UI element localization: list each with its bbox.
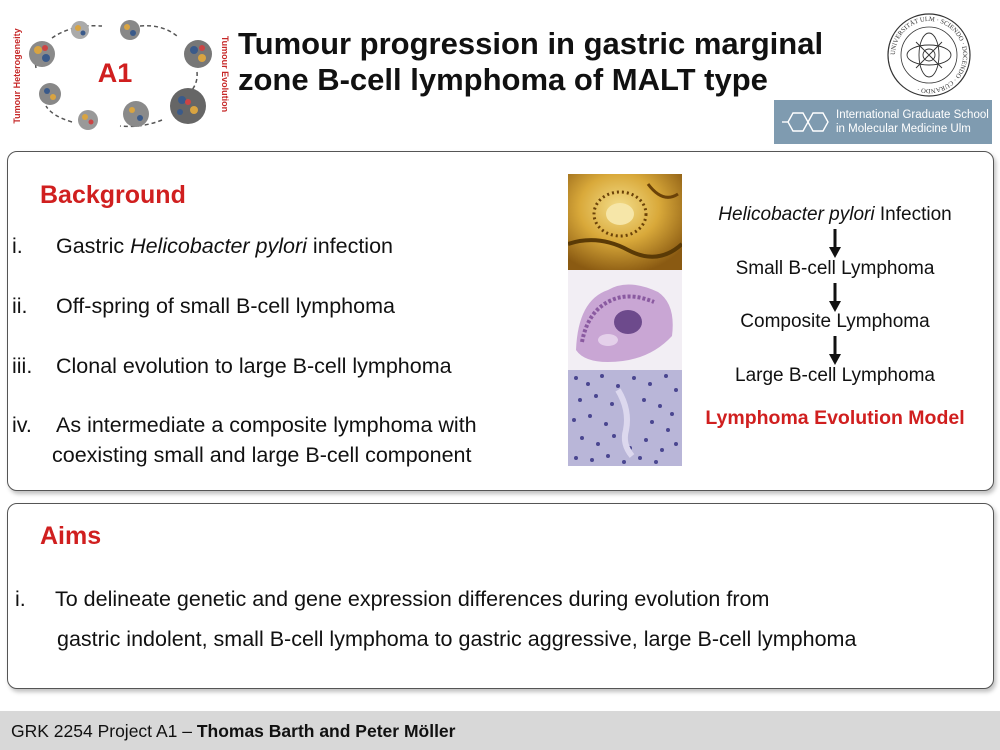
project-badge: A1 — [98, 58, 133, 88]
histology-image-lymphoma — [568, 370, 682, 466]
school-line-2: in Molecular Medicine Ulm — [836, 123, 971, 135]
arrow-down-icon — [829, 283, 841, 312]
model-step-hpylori: Helicobacter pylori Infection — [718, 204, 952, 225]
molecule-icon — [782, 112, 829, 132]
footer-authors: Thomas Barth and Peter Möller — [196, 721, 456, 741]
arrow-down-icon — [829, 336, 841, 365]
footer-text: GRK 2254 Project A1 – Thomas Barth and P… — [11, 721, 456, 741]
histology-image-stomach — [568, 270, 682, 370]
page-title: Tumour progression in gastric marginal z… — [238, 26, 878, 98]
title-line-2: zone B-cell lymphoma of MALT type — [238, 62, 768, 97]
school-line-1: International Graduate School — [836, 109, 989, 121]
background-panel — [7, 151, 994, 491]
footer-bar: GRK 2254 Project A1 – Thomas Barth and P… — [0, 711, 1000, 750]
background-heading: Background — [40, 181, 186, 209]
cell-cluster-icon — [29, 20, 212, 130]
title-line-1: Tumour progression in gastric marginal — [238, 26, 824, 61]
histology-image-hpylori — [568, 174, 682, 270]
graduate-school-banner: International Graduate School in Molecul… — [774, 100, 992, 144]
svg-text:Tumour Evolution: Tumour Evolution — [220, 36, 230, 112]
university-seal-logo: UNIVERSITÄT ULM · SCIENDO · DOCENDO · CU… — [887, 13, 971, 97]
aims-panel — [7, 503, 994, 689]
model-title: Lymphoma Evolution Model — [705, 407, 965, 429]
project-a1-logo: Tumour Heterogeneity Tumour Evolution A1 — [12, 20, 230, 130]
arrow-down-icon — [829, 229, 841, 258]
aims-heading: Aims — [40, 522, 102, 550]
model-step-small-bcell: Small B-cell Lymphoma — [735, 258, 935, 279]
model-step-composite: Composite Lymphoma — [740, 311, 930, 332]
svg-text:Tumour Heterogeneity: Tumour Heterogeneity — [12, 28, 22, 123]
model-step-large-bcell: Large B-cell Lymphoma — [735, 365, 935, 386]
